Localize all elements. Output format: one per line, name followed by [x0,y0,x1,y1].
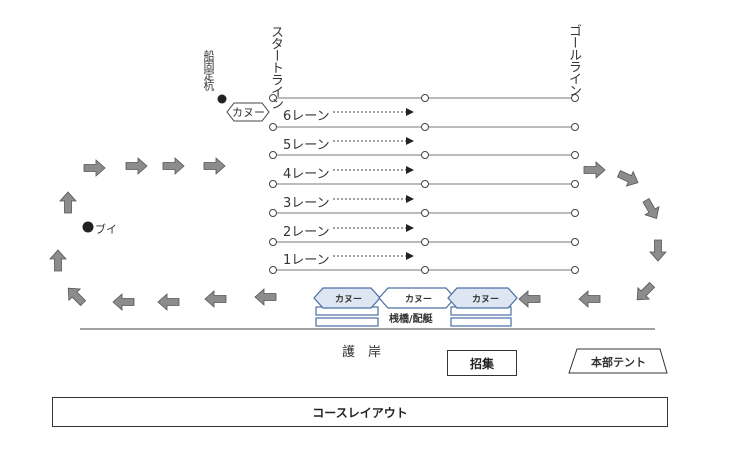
tent-box [568,348,668,374]
tent-label: 本部テント [591,356,646,369]
flow-arrow-icon [67,287,87,307]
lane-label-5: 5レーン [283,138,330,153]
flow-arrow-icon [112,293,135,311]
lane-buoy-marker [571,238,579,246]
flow-arrow-icon [157,293,180,311]
tent-shape [568,348,668,374]
flow-arrow-icon [125,157,148,175]
dock-canoe-label: カヌー [472,295,500,305]
dock-canoe-shape [378,287,456,309]
lane-buoy-marker [571,180,579,188]
lane-label-6: 6レーン [283,109,330,124]
page-title: コースレイアウト [312,405,408,420]
dock-canoe-shape [313,287,381,309]
flow-arrow-icon [59,191,77,214]
lane-buoy-marker [269,123,277,131]
flow-arrow-icon [254,288,277,306]
dock-canoe-shape [447,287,518,309]
lane-label-1: 1レーン [283,253,330,268]
lane-buoy-marker [571,94,579,102]
lane-buoy-marker [571,151,579,159]
recruit-box: 招集 [447,350,517,376]
flow-arrow-icon [583,161,606,179]
lane-buoy-marker [269,151,277,159]
lane-buoy-marker [571,123,579,131]
title-box: コースレイアウト [52,397,668,427]
lane-buoy-marker [269,266,277,274]
lane-lines [269,94,579,274]
lane-label-2: 2レーン [283,225,330,240]
dock-plank [450,317,512,327]
recruit-label: 招集 [469,356,494,371]
lane-buoy-marker [421,94,429,102]
canoe-label: カヌー [232,106,265,119]
pier-structure [313,287,518,327]
dock-plank [315,317,379,327]
dock-canoe-label: カヌー [405,295,433,305]
pier-label: 桟橋/配艇 [389,314,433,325]
lane-buoy-marker [571,266,579,274]
buoy-label: ブイ [95,223,117,236]
lane-buoy-marker [269,180,277,188]
shore-label: 護 岸 [342,345,382,360]
lane-buoy-marker [421,180,429,188]
flow-arrow-icon [616,170,639,187]
flow-arrow-icon [642,198,660,220]
flow-arrow-icon [49,249,67,272]
flow-arrow-icon [636,281,656,301]
canoe-shape [226,102,270,122]
lane-label-3: 3レーン [283,196,330,211]
flow-arrow-icon [203,157,226,175]
lane-buoy-marker [269,209,277,217]
goal-line-label: ゴールライン [566,24,581,96]
lane-buoy-marker [421,238,429,246]
flow-arrow-icon [162,157,185,175]
dock-canoe-label: カヌー [335,295,363,305]
lane-buoy-marker [571,209,579,217]
flow-arrow-icon [649,239,667,262]
mooring-pole-icon [217,94,227,104]
start-line-label: スタートライン [268,25,283,109]
flow-arrow-icon [83,159,106,177]
lane-buoy-marker [269,238,277,246]
lane-buoy-marker [269,94,277,102]
flow-arrow-icon [578,290,601,308]
flow-arrows [49,157,667,311]
lane-buoy-marker [421,151,429,159]
lane-buoy-marker [421,209,429,217]
lane-buoy-marker [421,123,429,131]
mooring-label: 船固定杭 [202,50,215,90]
flow-arrow-icon [204,290,227,308]
buoy-icon [82,221,94,233]
flow-arrow-icon [518,290,541,308]
lane-buoy-marker [421,266,429,274]
lane-label-4: 4レーン [283,167,330,182]
